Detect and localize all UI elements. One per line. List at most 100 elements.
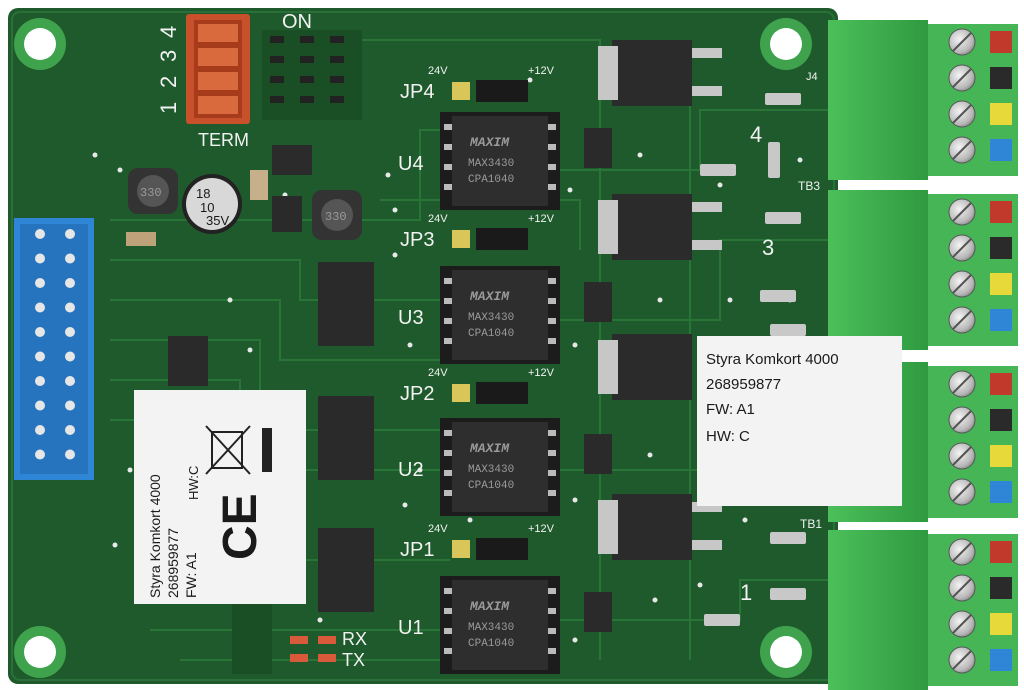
small-ic xyxy=(584,282,612,322)
small-ic xyxy=(584,434,612,474)
mounting-holes xyxy=(14,18,812,678)
ic-pin xyxy=(444,588,452,594)
regulators xyxy=(598,40,722,560)
switch-number-1: 1 xyxy=(156,102,181,114)
header-pin xyxy=(65,278,75,288)
screw-slot xyxy=(952,104,972,124)
ic-part: MAX3430 xyxy=(468,622,514,634)
header-pin xyxy=(35,253,45,264)
wire-color-tag xyxy=(990,373,1012,395)
ic-code: CPA1040 xyxy=(468,480,514,492)
screw-slot xyxy=(952,274,972,294)
ic-pin xyxy=(444,124,452,130)
switch-number-2: 2 xyxy=(156,76,181,88)
ic-pin xyxy=(444,490,452,496)
screw-slot xyxy=(952,202,972,222)
screw-slot xyxy=(952,238,972,258)
jumper-label: JP2 xyxy=(400,383,434,405)
header-pin xyxy=(65,229,75,239)
header-pin xyxy=(65,351,75,362)
ic-pin xyxy=(444,338,452,344)
channel-number-4: 4 xyxy=(750,122,762,147)
power-components: 330 18 10 35V 330 xyxy=(126,168,362,246)
ic-brand: MAXIM xyxy=(469,599,510,614)
voltage-12-label: +12V xyxy=(528,523,555,535)
channels: 24V+12VJP4MAXIMMAX3430CPA1040U424V+12VJP… xyxy=(398,65,612,674)
voltage-12-label: +12V xyxy=(528,367,555,379)
weee-bar xyxy=(262,428,272,472)
ic-pin xyxy=(548,318,556,324)
header-pin xyxy=(65,449,75,460)
weee-bin-icon xyxy=(205,425,251,475)
header-pin xyxy=(35,327,45,337)
ic-pin xyxy=(444,430,452,436)
wire-color-tag xyxy=(990,613,1012,635)
header-pin xyxy=(35,351,45,362)
voltage-12-label: +12V xyxy=(528,65,555,77)
ic-pin xyxy=(444,608,452,614)
jumper-block xyxy=(476,80,528,102)
screw-slot xyxy=(952,578,972,598)
jumper-label: JP3 xyxy=(400,229,434,251)
screw-slot xyxy=(952,650,972,670)
voltage-24-label: 24V xyxy=(428,523,448,535)
label-right-line1: Styra Komkort 4000 xyxy=(706,351,839,368)
ic-pin xyxy=(444,628,452,634)
smd-cluster-top xyxy=(262,30,362,175)
ic-code: CPA1040 xyxy=(468,638,514,650)
ic-pin xyxy=(444,164,452,170)
wire-color-tag xyxy=(990,201,1012,223)
inductor-1-marking: 330 xyxy=(140,186,162,200)
ic-pin xyxy=(548,588,556,594)
switch-term-label: TERM xyxy=(198,130,249,150)
header-pin xyxy=(35,376,45,386)
ic-pin xyxy=(548,490,556,496)
wire-color-tag xyxy=(990,103,1012,125)
screw-slot xyxy=(952,410,972,430)
screw-slot xyxy=(952,140,972,160)
header-pin xyxy=(35,400,45,411)
pin-header xyxy=(14,218,94,480)
header-pin xyxy=(65,400,75,411)
label-left: Styra Komkort 4000 268959877 FW: A1 CE H… xyxy=(134,390,306,604)
ic-designator: U2 xyxy=(398,459,424,481)
screw-slot xyxy=(952,374,972,394)
ic-designator: U1 xyxy=(398,617,424,639)
voltage-24-label: 24V xyxy=(428,65,448,77)
ic-pin xyxy=(548,298,556,304)
switch-on-label: ON xyxy=(282,11,312,33)
ic-pin xyxy=(548,278,556,284)
wire-color-tag xyxy=(990,541,1012,563)
wire-color-tag xyxy=(990,481,1012,503)
cap-marking-10: 10 xyxy=(200,200,214,215)
terminal-label-j4: J4 xyxy=(806,71,818,83)
wire-color-tag xyxy=(990,577,1012,599)
switch-number-4: 4 xyxy=(156,26,181,38)
screw-slot xyxy=(952,542,972,562)
rx-label: RX xyxy=(342,629,367,649)
ic-chip xyxy=(452,116,548,206)
ic-pin xyxy=(548,628,556,634)
screw-slot xyxy=(952,482,972,502)
ic-pin xyxy=(548,450,556,456)
label-left-ce: CE xyxy=(214,493,267,560)
label-right-line3: FW: A1 xyxy=(706,401,755,418)
terminal-label-tb1: TB1 xyxy=(800,517,822,531)
ic-pin xyxy=(548,144,556,150)
header-pin xyxy=(35,425,45,435)
header-pin xyxy=(65,253,75,264)
ic-brand: MAXIM xyxy=(469,441,510,456)
ic-code: CPA1040 xyxy=(468,174,514,186)
ic-part: MAX3430 xyxy=(468,312,514,324)
terminal-body xyxy=(828,190,928,350)
ic-chip xyxy=(452,270,548,360)
tx-label: TX xyxy=(342,650,365,670)
ic-pin xyxy=(444,450,452,456)
screw-slot xyxy=(952,32,972,52)
ic-chip xyxy=(452,580,548,670)
ic-pin xyxy=(444,144,452,150)
terminal-blocks xyxy=(828,20,1018,690)
jumper-block xyxy=(476,382,528,404)
label-left-line2: 268959877 xyxy=(165,528,181,598)
